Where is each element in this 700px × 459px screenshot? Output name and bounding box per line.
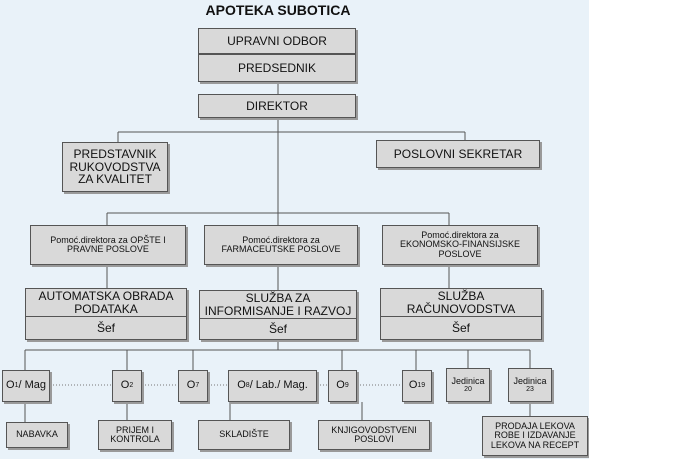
unit-jedinica-23-number: 23: [526, 386, 534, 394]
unit-o19-main: O: [408, 379, 418, 392]
unit-o8-main: O: [237, 379, 246, 392]
unit-o8-sub: 8: [245, 382, 250, 390]
sluzba-informisanje-name: SLUŽBA ZA INFORMISANJE I RAZVOJ: [200, 291, 356, 319]
unit-o9-main: O: [336, 379, 345, 392]
sluzba-racunovodstva-sef: Šef: [451, 320, 470, 335]
sluzba-informisanje-sef: Šef: [268, 321, 287, 336]
unit-jedinica-20-number: 20: [464, 386, 472, 394]
unit-o7-main: O: [186, 379, 196, 392]
unit-o8-suffix: / Lab./ Mag.: [249, 379, 308, 392]
pomocnik-opste-box: Pomoć.direktora za OPŠTE I PRAVNE POSLOV…: [30, 225, 186, 265]
unit-o19-sub: 19: [417, 382, 426, 390]
upravni-odbor-box: UPRAVNI ODBOR: [198, 28, 356, 54]
unit-o1-suffix: / Mag: [18, 379, 46, 392]
pomocnik-farmaceutske-box: Pomoć.direktora za FARMACEUTSKE POSLOVE: [204, 225, 358, 265]
bottom-prijem-box: PRIJEM I KONTROLA: [98, 420, 172, 450]
org-chart: APOTEKA SUBOTICA UPRAVNI ODBOR PREDSEDNI…: [0, 0, 589, 459]
direktor-box: DIREKTOR: [198, 94, 356, 118]
sluzba-racunovodstva-box: SLUŽBA RAČUNOVODSTVA Šef: [380, 288, 542, 340]
unit-o1-main: O: [6, 379, 15, 392]
sluzba-aop-name: AUTOMATSKA OBRADA PODATAKA: [26, 289, 186, 317]
unit-o9-sub: 9: [344, 382, 349, 390]
bottom-knjigovodstveni-box: KNJIGOVODSTVENI POSLOVI: [318, 420, 430, 450]
connector-lines: [24, 82, 531, 422]
chart-title: APOTEKA SUBOTICA: [205, 2, 351, 18]
blank-margin: [589, 0, 700, 459]
unit-jedinica-20-box: Jedinica 20: [446, 368, 490, 402]
unit-jedinica-23-box: Jedinica 23: [508, 368, 552, 402]
unit-o1-sub: 1: [14, 382, 19, 390]
pomocnik-ekonomske-box: Pomoć.direktora za EKONOMSKO-FINANSIJSKE…: [382, 225, 538, 265]
unit-o7-sub: 7: [195, 382, 200, 390]
bottom-skladiste-box: SKLADIŠTE: [198, 420, 290, 450]
sekretar-box: POSLOVNI SEKRETAR: [376, 140, 540, 168]
unit-o2-main: O: [120, 379, 130, 392]
unit-o2-sub: 2: [129, 382, 134, 390]
bottom-prodaja-box: PRODAJA LEKOVA ROBE I IZDAVANJE LEKOVA N…: [482, 416, 588, 456]
sluzba-aop-box: AUTOMATSKA OBRADA PODATAKA Šef: [25, 288, 187, 340]
sluzba-aop-sef: Šef: [96, 320, 115, 335]
bottom-nabavka-box: NABAVKA: [6, 422, 68, 448]
sluzba-racunovodstva-name: SLUŽBA RAČUNOVODSTVA: [381, 289, 541, 317]
unit-jedinica-23-label: Jedinica: [513, 375, 547, 386]
predsednik-box: PREDSEDNIK: [198, 54, 356, 82]
sluzba-informisanje-box: SLUŽBA ZA INFORMISANJE I RAZVOJ Šef: [199, 290, 357, 340]
unit-jedinica-20-label: Jedinica: [451, 375, 485, 386]
predstavnik-box: PREDSTAVNIK RUKOVODSTVA ZA KVALITET: [62, 142, 168, 192]
